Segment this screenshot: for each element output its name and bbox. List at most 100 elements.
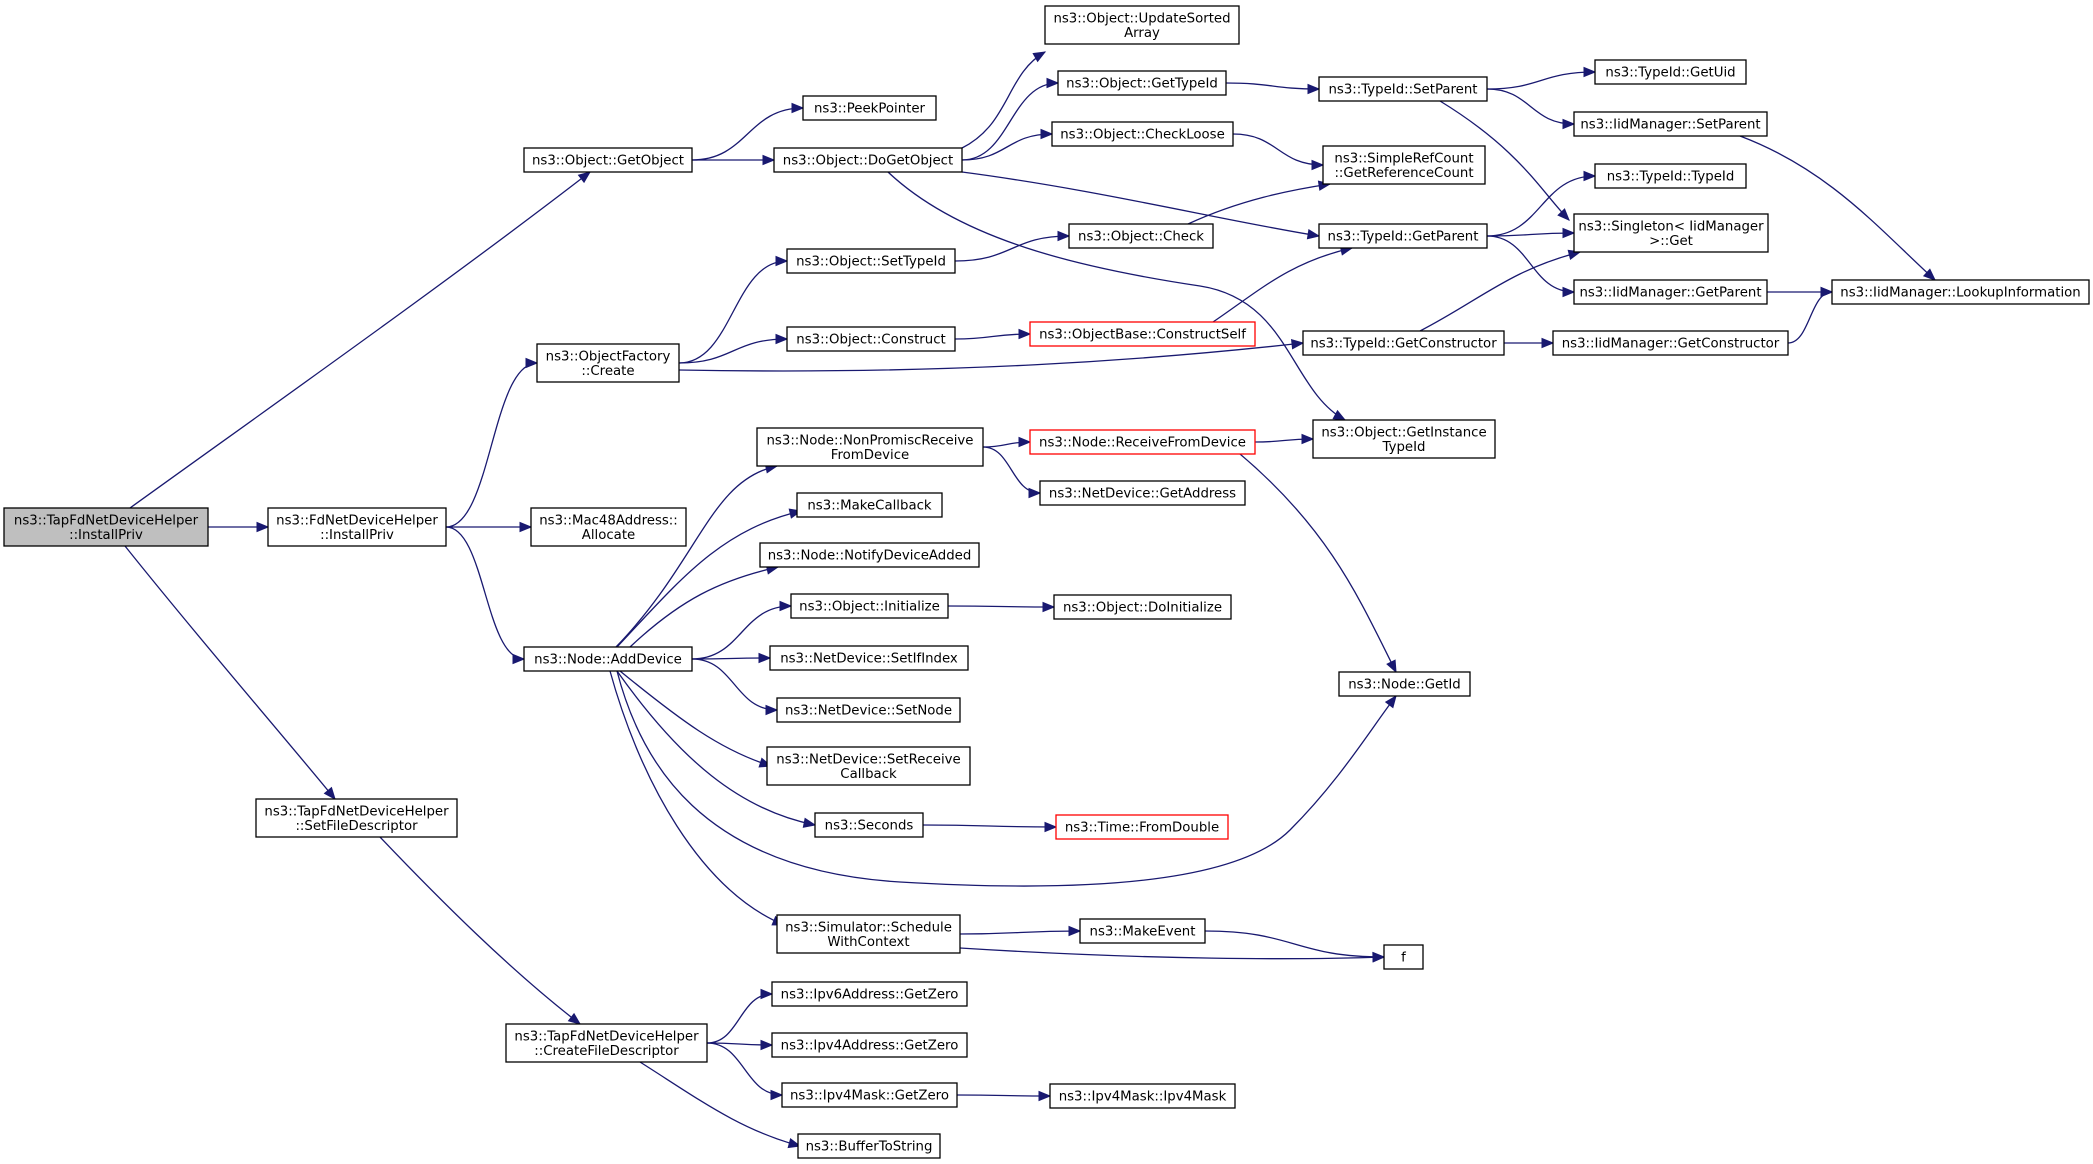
graph-node-mac48[interactable]: ns3::Mac48Address::Allocate [530,507,687,547]
node-box [756,427,984,467]
edge-line [615,465,778,648]
node-box [781,1082,958,1108]
edge-construct-to-constructself [954,328,1032,340]
graph-node-makecb[interactable]: ns3::MakeCallback [796,492,943,518]
graph-node-constructself[interactable]: ns3::ObjectBase::ConstructSelf [1029,321,1256,347]
edge-setparent-to-iidsetparent [1486,88,1576,130]
graph-node-lookupinfo[interactable]: ns3::IidManager::LookupInformation [1831,279,2090,305]
graph-node-getparent[interactable]: ns3::TypeId::GetParent [1318,223,1488,249]
graph-node-iidgetctor[interactable]: ns3::IidManager::GetConstructor [1552,330,1789,356]
graph-node-getuid[interactable]: ns3::TypeId::GetUid [1594,59,1747,85]
node-label-line: Allocate [582,528,635,543]
graph-node-initialize[interactable]: ns3::Object::Initialize [790,593,949,619]
node-box [1302,330,1505,356]
graph-node-objfactory[interactable]: ns3::ObjectFactory::Create [536,343,680,383]
node-box [267,507,447,547]
edge-line [1486,175,1596,237]
graph-node-getconstructor[interactable]: ns3::TypeId::GetConstructor [1302,330,1505,356]
edge-root-to-fdinstall [208,521,270,533]
graph-node-f[interactable]: f [1383,944,1424,970]
edge-arrowhead [779,600,793,612]
edge-arrowhead [1372,951,1386,963]
graph-node-settypeid[interactable]: ns3::Object::SetTypeId [786,248,956,274]
edge-fdinstall-to-objfactory [445,357,539,528]
node-label-line: ns3::Object::GetObject [532,154,684,169]
graph-node-ipv4zero[interactable]: ns3::Ipv4Address::GetZero [771,1032,968,1058]
edge-seconds-to-fromdouble [922,821,1058,833]
node-box [523,646,693,672]
edge-arrowhead [775,255,789,267]
edge-arrowhead [762,154,776,166]
graph-node-setparent[interactable]: ns3::TypeId::SetParent [1318,76,1488,102]
graph-node-setfd[interactable]: ns3::TapFdNetDeviceHelper::SetFileDescri… [255,798,458,838]
edge-getobject-to-dogetobj [691,154,776,166]
node-box [1029,321,1256,347]
edge-arrowhead [1386,659,1397,674]
graph-node-maskzero[interactable]: ns3::Ipv4Mask::GetZero [781,1082,958,1108]
graph-node-check[interactable]: ns3::Object::Check [1068,223,1214,249]
edge-adddevice-to-setifindex [691,652,772,664]
edge-line [959,930,1081,935]
graph-node-typeidctor[interactable]: ns3::TypeId::TypeId [1594,163,1747,189]
edge-line [1486,71,1596,90]
graph-node-getaddress[interactable]: ns3::NetDevice::GetAddress [1039,480,1246,506]
edge-line [922,824,1057,828]
graph-node-simplerefcount[interactable]: ns3::SimpleRefCount::GetReferenceCount [1322,145,1486,185]
graph-node-adddevice[interactable]: ns3::Node::AddDevice [523,646,693,672]
graph-node-peek[interactable]: ns3::PeekPointer [802,95,937,121]
node-label-line: ns3::NetDevice::GetAddress [1049,487,1236,502]
edge-setfd-to-createfd [379,836,582,1025]
graph-node-makeevent[interactable]: ns3::MakeEvent [1079,918,1206,944]
graph-node-gettypeid[interactable]: ns3::Object::GetTypeId [1057,70,1227,96]
edge-arrowhead [1583,170,1597,182]
edge-createfd-to-maskzero [706,1042,784,1101]
node-box [1057,70,1227,96]
graph-node-ipv6zero[interactable]: ns3::Ipv6Address::GetZero [771,981,968,1007]
graph-node-seconds[interactable]: ns3::Seconds [814,812,924,838]
edge-constructself-to-getparent [1212,245,1354,323]
edge-line [445,362,538,528]
node-label-line: ns3::Ipv4Address::GetZero [781,1039,959,1054]
edge-arrowhead [577,171,592,184]
edge-arrowhead [1384,694,1397,709]
graph-node-recvfromdev[interactable]: ns3::Node::ReceiveFromDevice [1029,429,1256,455]
graph-node-dogetobj[interactable]: ns3::Object::DoGetObject [773,147,963,173]
edge-nonpromisc-to-recvfromdev [982,436,1032,448]
edge-arrowhead [791,102,805,114]
graph-node-checkloose[interactable]: ns3::Object::CheckLoose [1051,121,1234,147]
node-label-line: ns3::Node::GetId [1348,678,1461,693]
graph-node-setifindex[interactable]: ns3::NetDevice::SetIfIndex [769,645,969,671]
edge-arrowhead [1541,337,1555,349]
node-box [1029,429,1256,455]
node-box [1322,145,1486,185]
node-box [1594,163,1747,189]
graph-node-getid[interactable]: ns3::Node::GetId [1338,671,1471,697]
graph-node-createfd[interactable]: ns3::TapFdNetDeviceHelper::CreateFileDes… [505,1023,708,1063]
graph-node-setnode[interactable]: ns3::NetDevice::SetNode [776,697,961,723]
graph-node-singleton[interactable]: ns3::Singleton< IidManager>::Get [1573,213,1769,253]
node-label-line: ns3::IidManager::SetParent [1580,118,1760,133]
graph-node-fdinstall[interactable]: ns3::FdNetDeviceHelper::InstallPriv [267,507,447,547]
edge-line [619,670,772,767]
node-box [786,326,956,352]
node-box [773,147,963,173]
edge-arrowhead [567,1012,582,1025]
graph-node-buf2str[interactable]: ns3::BufferToString [797,1133,941,1159]
node-box [814,812,924,838]
graph-node-maskipv4[interactable]: ns3::Ipv4Mask::Ipv4Mask [1049,1083,1236,1109]
node-box [1552,330,1789,356]
graph-node-construct[interactable]: ns3::Object::Construct [786,326,956,352]
edge-line [678,342,1304,372]
edge-arrowhead [770,1089,784,1101]
graph-node-notifyadded[interactable]: ns3::Node::NotifyDeviceAdded [759,542,980,568]
graph-node-fromdouble[interactable]: ns3::Time::FromDouble [1055,814,1229,840]
graph-node-getobject[interactable]: ns3::Object::GetObject [523,147,693,173]
graph-node-iidgetparent[interactable]: ns3::IidManager::GetParent [1573,279,1768,305]
graph-node-iidsetparent[interactable]: ns3::IidManager::SetParent [1573,111,1768,137]
graph-node-doinit[interactable]: ns3::Object::DoInitialize [1053,594,1232,620]
